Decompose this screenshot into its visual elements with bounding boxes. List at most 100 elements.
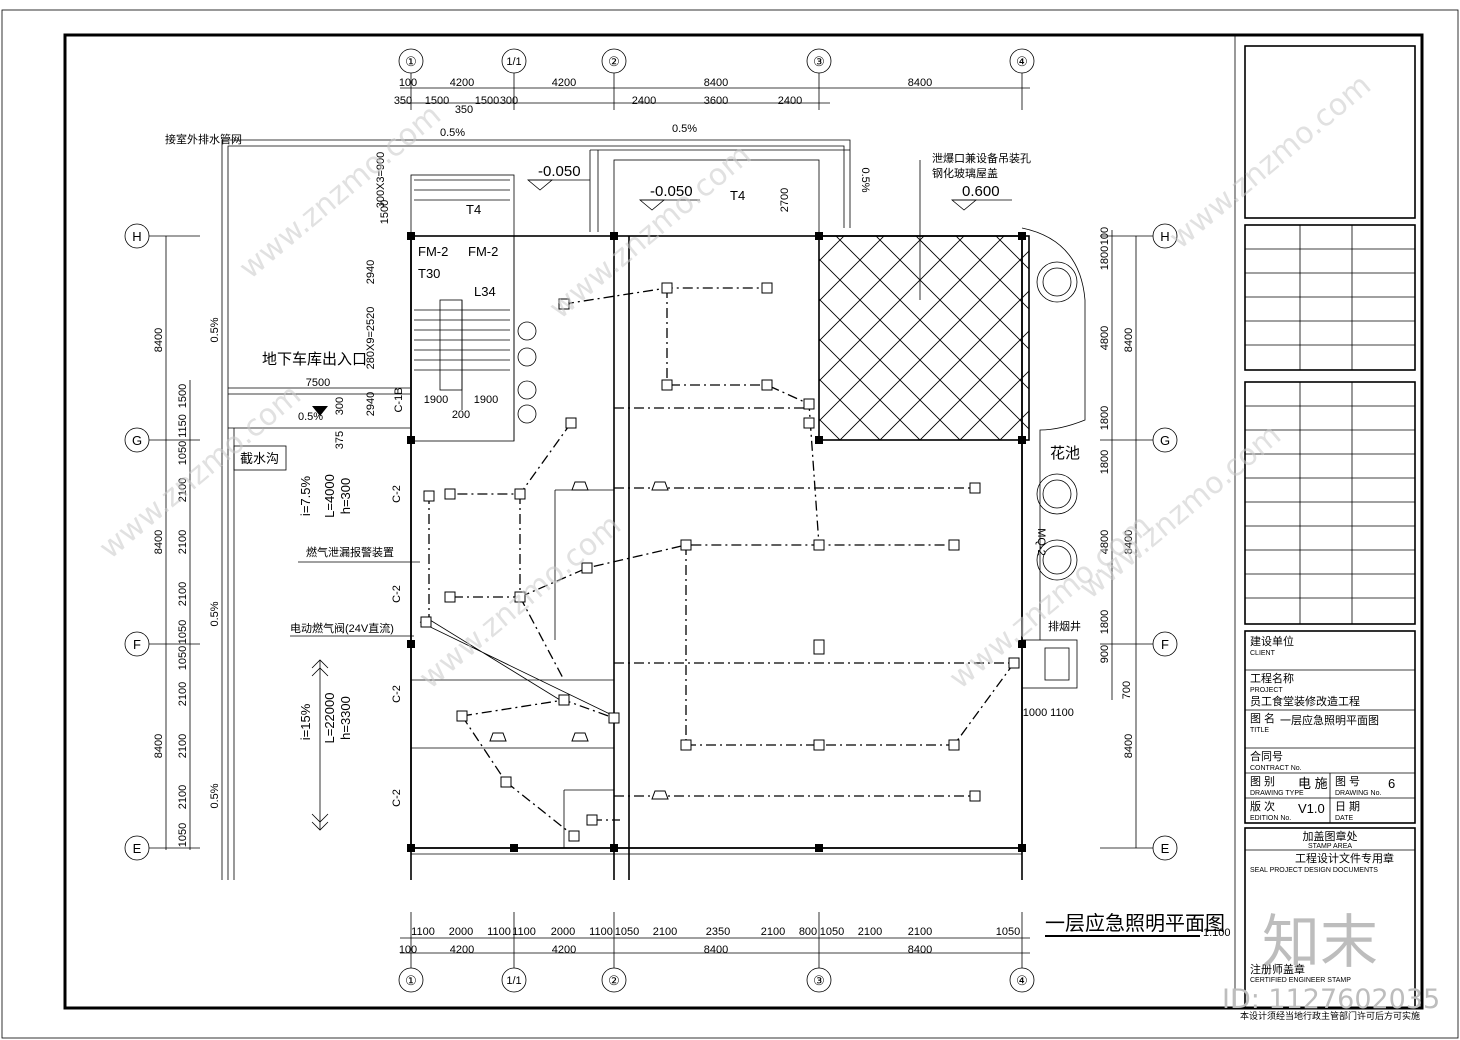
dim-b-10: 800 — [799, 926, 817, 938]
label-gas-valve: 电动燃气阀(24V直流) — [290, 621, 394, 635]
label-garage-entrance: 地下车库出入口 — [262, 351, 367, 368]
dim-top-100: 100 — [399, 77, 417, 89]
dim-stair-9: 375 — [334, 431, 346, 449]
dim-top-2400b: 2400 — [778, 95, 802, 107]
tb-edition-en: EDITION No. — [1250, 815, 1291, 822]
dim-b2-1: 4200 — [450, 944, 474, 956]
dim-ri-6: 1800 — [1099, 610, 1111, 634]
tb-type-value: 电 施 — [1298, 776, 1328, 791]
elevation-stair: -0.050 — [538, 163, 581, 180]
dim-stair-5: 1900 — [424, 394, 448, 406]
tb-contract-label: 合同号 — [1250, 749, 1283, 763]
window-c2-b: C-2 — [391, 585, 403, 603]
slope-top-mid: 0.5% — [672, 123, 697, 135]
dim-b-12: 2100 — [858, 926, 882, 938]
dim-ri-4: 1800 — [1099, 450, 1111, 474]
grid-col-1-1-top: 1/1 — [506, 56, 521, 68]
label-smoke-shaft: 排烟井 — [1048, 619, 1081, 633]
tempered-glass-roof — [818, 235, 1030, 441]
watermark-layer: www.znzmo.com www.znzmo.com www.znzmo.co… — [93, 68, 1378, 697]
dim-left-8400b: 8400 — [153, 530, 165, 554]
elevation-entrance: -0.050 — [650, 183, 693, 200]
door-fm2-a: FM-2 — [418, 244, 448, 259]
dim-top-8400b: 8400 — [908, 77, 932, 89]
tb-client-en: CLIENT — [1250, 650, 1276, 657]
dim-top-1500a: 1500 — [425, 95, 449, 107]
dim-b2-3: 8400 — [704, 944, 728, 956]
slope-left-a: 0.5% — [209, 317, 221, 342]
dim-top-350a: 350 — [394, 95, 412, 107]
dim-li-7: 1050 — [177, 646, 189, 670]
dim-li-10: 2100 — [177, 785, 189, 809]
slope-left-c: 0.5% — [209, 783, 221, 808]
stair-treads — [414, 179, 510, 410]
dim-stair-10: 2700 — [779, 188, 791, 212]
tb-stamp-label: 加盖图章处 — [1303, 829, 1358, 843]
dim-stair-6: 1900 — [474, 394, 498, 406]
grid-row-h-right: H — [1160, 229, 1169, 244]
door-fm2-b: FM-2 — [468, 244, 498, 259]
dim-li-4: 2100 — [177, 530, 189, 554]
watermark-site-7: www.znzmo.com — [1073, 418, 1288, 607]
slope-garage: 0.5% — [298, 411, 323, 423]
exhaust-fans — [517, 321, 537, 424]
dim-b-4: 2000 — [551, 926, 575, 938]
watermark-site-6: www.znzmo.com — [1163, 68, 1378, 257]
light-fixtures — [420, 282, 1020, 842]
dim-li-8: 2100 — [177, 682, 189, 706]
tb-date-en: DATE — [1335, 815, 1353, 822]
dim-b-0: 1100 — [411, 926, 435, 938]
dim-1100: 1100 — [1050, 707, 1074, 719]
smoke-shaft — [1021, 639, 1078, 689]
bottom-dims-row1: 1100 2000 1100 1100 2000 1100 1050 2100 … — [411, 926, 1020, 938]
site-boundary — [221, 139, 851, 880]
tb-edition-value: V1.0 — [1298, 801, 1325, 816]
dim-right-8400c: 8400 — [1123, 734, 1135, 758]
watermark-site-3: www.znzmo.com — [93, 378, 308, 567]
tb-contract-en: CONTRACT No. — [1250, 765, 1302, 772]
dim-right-8400a: 8400 — [1123, 328, 1135, 352]
grid-row-g-left: G — [132, 433, 142, 448]
dim-garage-7500: 7500 — [306, 377, 330, 389]
emergency-lighting-circuits — [419, 287, 1015, 837]
label-flower-bed: 花池 — [1050, 445, 1080, 462]
tb-type-en: DRAWING TYPE — [1250, 790, 1304, 797]
grid-col-3-bottom: ③ — [813, 973, 825, 988]
row-grid-bubbles-right: H G F E — [1152, 223, 1178, 861]
grid-col-1-bottom: ① — [405, 973, 417, 988]
grid-row-e-left: E — [133, 841, 142, 856]
tb-no-en: DRAWING No. — [1335, 790, 1381, 797]
dim-top-2400a: 2400 — [632, 95, 656, 107]
dim-b-3: 1100 — [512, 926, 536, 938]
tag-t4-entrance: T4 — [730, 188, 745, 203]
window-c1b: C-1B — [393, 387, 405, 412]
dim-li-3: 2100 — [177, 478, 189, 502]
dim-stair-8: 300 — [334, 397, 346, 415]
grid-row-f-left: F — [133, 637, 141, 652]
tag-t30: T30 — [418, 266, 440, 281]
dim-ri-0: 100 — [1099, 227, 1111, 245]
dim-ri-7: 900 — [1099, 645, 1111, 663]
window-c2-c: C-2 — [391, 685, 403, 703]
elevation-markers: -0.050 -0.050 0.600 — [312, 163, 1012, 416]
tb-project-en: PROJECT — [1250, 687, 1283, 694]
tb-edition-label: 版 次 — [1250, 799, 1275, 813]
dim-li-6: 1050 — [177, 620, 189, 644]
dim-b-1: 2000 — [449, 926, 473, 938]
dim-b2-0: 100 — [399, 944, 417, 956]
sheet-border — [1, 9, 1459, 1039]
tb-title-label: 图 名 — [1250, 711, 1275, 725]
dim-stair-7: 200 — [452, 409, 470, 421]
tb-no-label: 图 号 — [1335, 775, 1360, 788]
grid-col-1-1-bottom: 1/1 — [506, 975, 521, 987]
dim-top-4200b: 4200 — [552, 77, 576, 89]
grid-row-g-right: G — [1160, 433, 1170, 448]
tag-t4-stair: T4 — [466, 202, 481, 217]
row-grid-bubbles-left: H G F E — [124, 223, 150, 861]
tb-client-label: 建设单位 — [1250, 634, 1294, 648]
grid-row-e-right: E — [1161, 841, 1170, 856]
label-explosion-vent: 泄爆口兼设备吊装孔 — [932, 151, 1031, 165]
ramp1-height: h=300 — [338, 478, 353, 515]
tb-footer-note: 本设计须经当地行政主管部门许可后方可实施 — [1240, 1010, 1420, 1021]
